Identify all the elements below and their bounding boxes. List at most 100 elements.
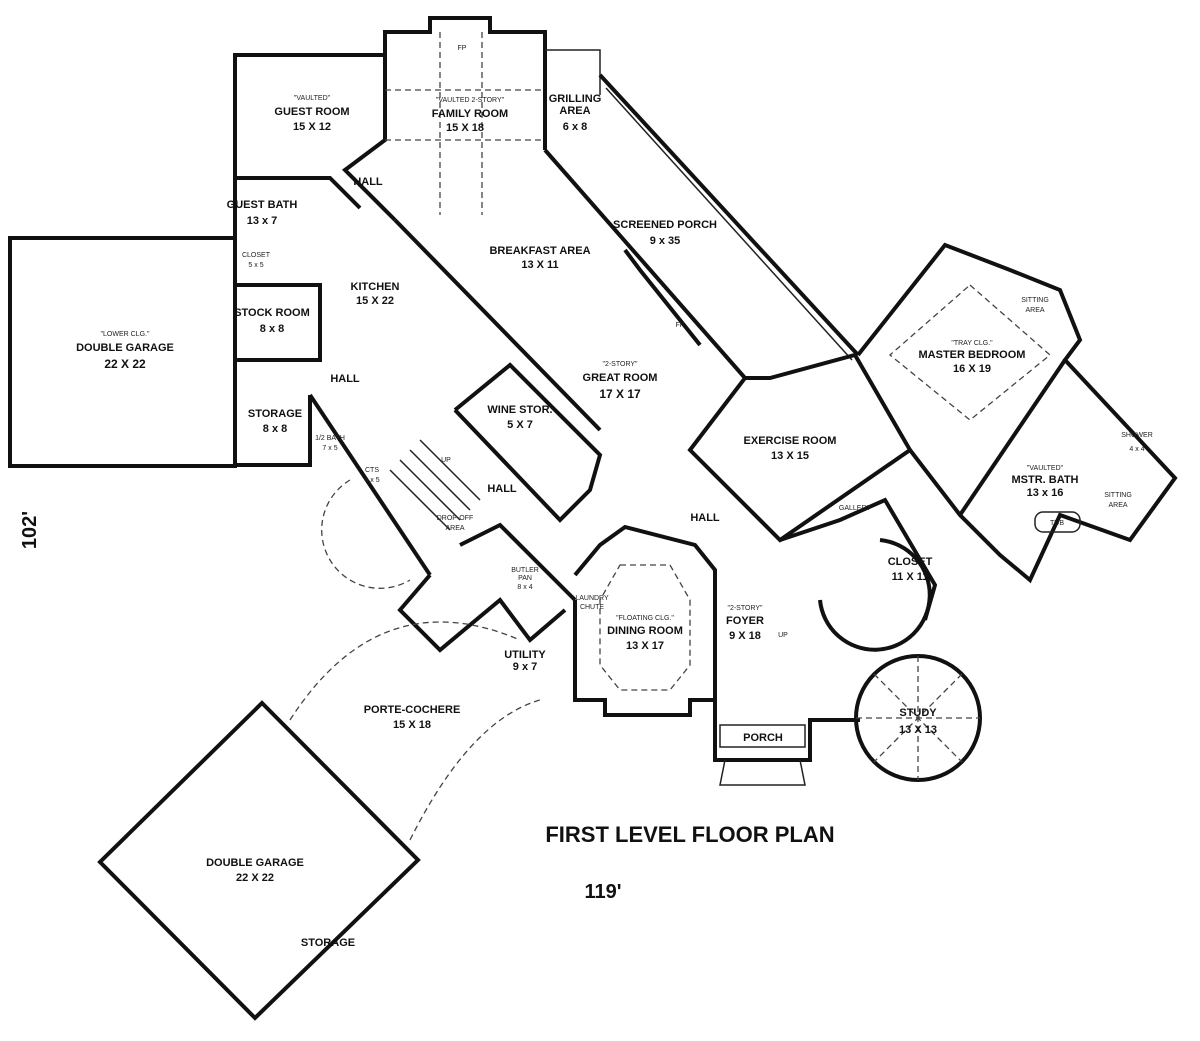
utility-walls — [397, 573, 567, 653]
guest-wing-walls — [233, 53, 397, 238]
guest-bath-size: 13 x 7 — [247, 215, 278, 227]
dining-room-note: "FLOATING CLG." — [616, 615, 674, 622]
walls — [8, 16, 1178, 1021]
family-fireplace-label: FP — [458, 45, 467, 52]
screened-porch-outer — [598, 73, 860, 357]
butler-pantry-size: 8 x 4 — [517, 584, 532, 591]
porch-label: PORCH — [743, 732, 783, 744]
study-ceiling-line — [873, 673, 963, 763]
master-bath-label: MSTR. BATH — [1011, 474, 1078, 486]
overall-depth-dimension: 102' — [19, 511, 41, 549]
screened-porch-size: 9 x 35 — [650, 235, 681, 247]
foyer-label: FOYER — [726, 615, 764, 627]
hall-main-label: HALL — [690, 512, 720, 524]
screened-porch-label: SCREENED PORCH — [613, 219, 717, 231]
garage-lower-walls — [97, 700, 421, 1021]
garage-upper-walls — [8, 236, 237, 468]
wine-storage-size: 5 X 7 — [507, 419, 533, 431]
study-size: 13 X 13 — [899, 724, 937, 736]
half-bath-size: 7 x 5 — [322, 445, 337, 452]
butler-pantry-wall — [459, 522, 577, 602]
grilling-label: GRILLING — [549, 93, 602, 105]
grilling-label-2: AREA — [559, 105, 590, 117]
butler-pantry-label: BUTLER — [511, 567, 539, 574]
porte-cochere-size: 15 X 18 — [393, 719, 431, 731]
sitting-area-bath-label-2: AREA — [1108, 502, 1127, 509]
kitchen-wall — [393, 218, 602, 432]
kitchen-label: KITCHEN — [351, 281, 400, 293]
guest-bath-label: GUEST BATH — [227, 199, 298, 211]
grilling-wall — [545, 49, 601, 95]
great-room-label: GREAT ROOM — [583, 372, 658, 384]
plan-title: FIRST LEVEL FLOOR PLAN — [545, 822, 834, 847]
half-bath-label: 1/2 BATH — [315, 435, 345, 442]
family-room-label: FAMILY ROOM — [432, 108, 508, 120]
great-room-size: 17 X 17 — [599, 387, 641, 401]
hall-left-label: HALL — [330, 373, 360, 385]
storage-size: 8 x 8 — [263, 423, 287, 435]
porch-outline — [719, 724, 806, 748]
shower-label: SHOWER — [1121, 432, 1153, 439]
foyer-size: 9 X 18 — [729, 630, 761, 642]
master-wing-walls — [856, 242, 1178, 584]
garage-upper-label: DOUBLE GARAGE — [76, 342, 174, 354]
foyer-walls — [713, 700, 860, 762]
stair-main — [389, 439, 481, 531]
screened-porch-inner — [543, 148, 747, 380]
spiral-stair-wall — [818, 538, 932, 652]
great-fireplace-label: FP — [676, 322, 685, 329]
screen-line — [605, 87, 853, 361]
great-room-fp-wall — [623, 248, 702, 347]
garage-lower-size: 22 X 22 — [236, 872, 274, 884]
stair-up-label: UP — [441, 457, 451, 464]
family-room-note: "VAULTED 2-STORY" — [436, 97, 505, 104]
family-room-walls — [383, 16, 547, 150]
sitting-area-bed-label: SITTING — [1021, 297, 1049, 304]
breakfast-label: BREAKFAST AREA — [489, 245, 590, 257]
master-bedroom-label: MASTER BEDROOM — [919, 349, 1026, 361]
closet-large-label: CLOSET — [888, 556, 933, 568]
room-labels: "VAULTED" GUEST ROOM 15 X 12 FP "VAULTED… — [76, 45, 1153, 949]
master-bath-note: "VAULTED" — [1027, 465, 1064, 472]
closet-large-size: 11 X 11 — [892, 571, 929, 583]
dining-room-label: DINING ROOM — [607, 625, 683, 637]
closet-small-label: CLOSET — [242, 252, 271, 259]
guest-room-label: GUEST ROOM — [274, 106, 349, 118]
family-room-size: 15 X 18 — [446, 122, 484, 134]
floating-ceiling — [599, 564, 691, 691]
tub-label: TUB — [1050, 520, 1064, 527]
tub-outline — [1034, 511, 1081, 533]
porte-cochere-arc — [289, 621, 521, 721]
overall-width-dimension: 119' — [584, 881, 621, 903]
laundry-chute-label: LAUNDRY — [575, 595, 609, 602]
master-bedroom-note: "TRAY CLG." — [951, 340, 993, 347]
hall-left-wall — [308, 393, 432, 577]
hall-upper-label: HALL — [353, 176, 383, 188]
study-label: STUDY — [899, 707, 937, 719]
garage-lower-label: DOUBLE GARAGE — [206, 857, 304, 869]
grilling-size: 6 x 8 — [563, 121, 587, 133]
foyer-note: "2-STORY" — [727, 605, 763, 612]
guest-bath-wall — [235, 176, 362, 210]
shower-size: 4 x 4 — [1129, 446, 1144, 453]
drop-off-label-2: AREA — [445, 525, 464, 532]
wine-storage-label: WINE STOR. — [487, 404, 552, 416]
garage-lower-storage-label: STORAGE — [301, 937, 355, 949]
garage-upper-note: "LOWER CLG." — [101, 331, 150, 338]
exercise-room-size: 13 X 15 — [771, 450, 809, 462]
wine-storage-walls — [453, 362, 603, 523]
utility-size: 9 x 7 — [513, 661, 537, 673]
storage-wall — [233, 360, 312, 467]
cts-label: CTS — [365, 467, 379, 474]
drop-off-label: DROP-OFF — [437, 515, 474, 522]
porte-cochere-arc — [409, 699, 541, 841]
foyer-stair-up-label: UP — [778, 632, 788, 639]
guest-room-size: 15 X 12 — [293, 121, 331, 133]
gallery-label: GALLERY — [839, 505, 871, 512]
sitting-area-bed-label-2: AREA — [1025, 307, 1044, 314]
butler-pantry-label-2: PAN — [518, 575, 532, 582]
great-room-note: "2-STORY" — [602, 361, 638, 368]
sitting-area-bath-label: SITTING — [1104, 492, 1132, 499]
tray-ceiling — [888, 284, 1052, 421]
